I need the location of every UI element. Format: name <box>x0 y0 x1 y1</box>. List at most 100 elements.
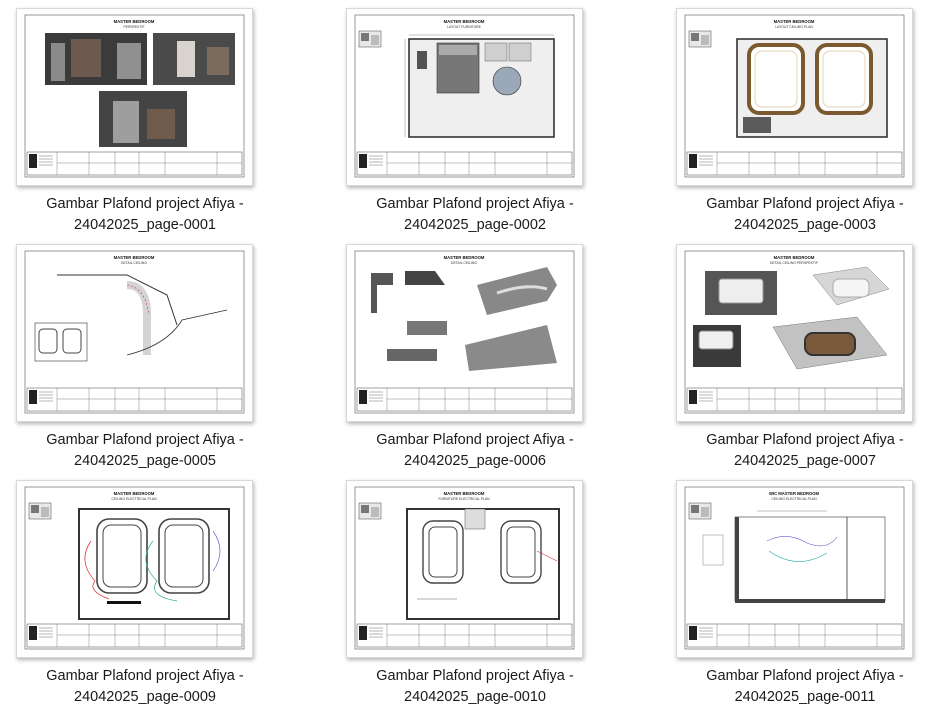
title-block <box>356 623 573 648</box>
file-name-line2: 24042025_page-0010 <box>404 689 546 705</box>
sheet-title: MASTER BEDROOM <box>444 255 485 260</box>
key-plan-room <box>31 505 39 513</box>
file-name-line2: 24042025_page-0001 <box>74 217 216 233</box>
file-name-line1: Gambar Plafond project Afiya - <box>46 432 244 448</box>
file-name[interactable]: Gambar Plafond project Afiya - 24042025_… <box>340 666 610 708</box>
render-detail <box>207 47 229 75</box>
wiring-line <box>536 550 558 562</box>
ceiling-cove-inner <box>102 524 142 588</box>
sofa <box>484 42 508 62</box>
ceiling-cove-inner <box>754 50 798 108</box>
file-name-line2: 24042025_page-0005 <box>74 453 216 469</box>
company-logo <box>359 626 367 640</box>
file-name-line1: Gambar Plafond project Afiya - <box>46 196 244 212</box>
key-plan-room <box>701 35 709 45</box>
company-logo <box>29 390 37 404</box>
sheet-title: MASTER BEDROOM <box>114 255 155 260</box>
file-name[interactable]: Gambar Plafond project Afiya - 24042025_… <box>340 430 610 472</box>
sheet-subtitle: PERSPEKTIF <box>123 25 144 29</box>
file-name[interactable]: Gambar Plafond project Afiya - 24042025_… <box>670 430 940 472</box>
plan-element <box>702 534 724 566</box>
file-name[interactable]: Gambar Plafond project Afiya - 24042025_… <box>10 666 280 708</box>
company-logo <box>689 626 697 640</box>
file-name-line1: Gambar Plafond project Afiya - <box>376 432 574 448</box>
sofa <box>508 42 532 62</box>
render-detail <box>71 39 101 77</box>
file-name-line1: Gambar Plafond project Afiya - <box>706 432 904 448</box>
file-name-line2: 24042025_page-0002 <box>404 217 546 233</box>
file-name-line2: 24042025_page-0011 <box>734 689 876 705</box>
render-detail <box>51 43 65 81</box>
sheet-subtitle: DETAIL CEILING <box>121 261 147 265</box>
plan-element <box>464 508 486 530</box>
file-name-line1: Gambar Plafond project Afiya - <box>46 668 244 684</box>
floor-plan <box>408 38 555 138</box>
file-name[interactable]: Gambar Plafond project Afiya - 24042025_… <box>10 194 280 236</box>
company-logo <box>359 154 367 168</box>
sheet-title: WIC MASTER BEDROOM <box>769 491 820 496</box>
key-plan-room <box>371 35 379 45</box>
wall <box>735 599 885 603</box>
sheet-subtitle: CEILING ELECTRICAL PLAN <box>111 497 157 501</box>
round-rug <box>492 66 522 96</box>
file-name[interactable]: Gambar Plafond project Afiya - 24042025_… <box>670 194 940 236</box>
wiring-line <box>212 530 221 572</box>
section-render-light <box>496 285 548 295</box>
ceiling-render-light <box>832 278 870 298</box>
file-name-line1: Gambar Plafond project Afiya - <box>376 668 574 684</box>
section-block <box>371 273 393 285</box>
section-block <box>371 285 377 313</box>
sheet-subtitle: FURNITURE ELECTRICAL PLAN <box>438 497 490 501</box>
title-block <box>356 151 573 176</box>
key-plan-room <box>41 507 49 517</box>
wiring-line <box>766 536 838 547</box>
mini-cove <box>38 328 58 354</box>
sheet-title: MASTER BEDROOM <box>444 491 485 496</box>
file-name[interactable]: Gambar Plafond project Afiya - 24042025_… <box>10 430 280 472</box>
key-plan-room <box>691 505 699 513</box>
key-plan-room <box>371 507 379 517</box>
ceiling-cove-inner <box>506 526 536 578</box>
plan-element <box>743 117 771 133</box>
title-block <box>686 151 903 176</box>
key-plan-room <box>691 33 699 41</box>
sheet-title: MASTER BEDROOM <box>114 19 155 24</box>
sheet-subtitle: CEILING ELECTRICAL PLAN <box>771 497 817 501</box>
wall <box>735 517 739 601</box>
ceiling-cove-inner <box>822 50 866 108</box>
wiring-line <box>84 540 110 600</box>
wiring-line <box>768 550 828 562</box>
title-block <box>686 387 903 412</box>
file-name-line1: Gambar Plafond project Afiya - <box>706 196 904 212</box>
file-name-line1: Gambar Plafond project Afiya - <box>706 668 904 684</box>
plan-element <box>107 601 141 604</box>
file-name[interactable]: Gambar Plafond project Afiya - 24042025_… <box>670 666 940 708</box>
ceiling-cove-inner <box>164 524 204 588</box>
title-block <box>26 623 243 648</box>
section-render <box>477 267 557 315</box>
nightstand <box>417 51 427 69</box>
bed-pillows <box>439 45 477 55</box>
company-logo <box>689 154 697 168</box>
file-name-line2: 24042025_page-0006 <box>404 453 546 469</box>
render-detail <box>113 101 139 143</box>
file-name[interactable]: Gambar Plafond project Afiya - 24042025_… <box>340 194 610 236</box>
